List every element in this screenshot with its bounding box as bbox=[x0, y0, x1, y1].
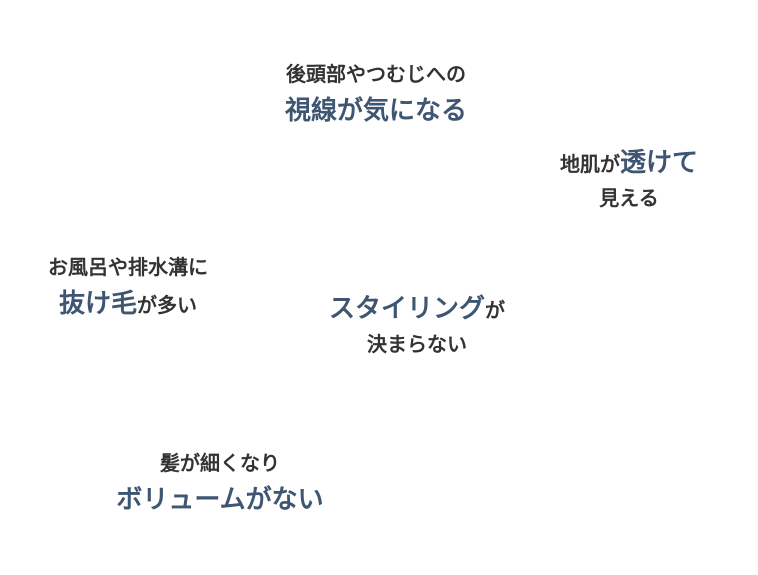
concern-line-1: 後頭部やつむじへの bbox=[286, 62, 466, 86]
concern-line-1: 地肌が透けて bbox=[544, 146, 714, 180]
concern-back-of-head: 後頭部やつむじへの 視線が気になる bbox=[268, 60, 484, 128]
concern-line-2: 見える bbox=[599, 186, 659, 210]
concern-line-1: スタイリングが bbox=[322, 292, 512, 326]
concern-line-1-emphasis: 透けて bbox=[619, 148, 698, 178]
concern-line-2-text: が多い bbox=[137, 293, 197, 317]
concern-line-1: お風呂や排水溝に bbox=[48, 255, 208, 279]
concern-line-2-emphasis: 視線が気になる bbox=[284, 96, 467, 126]
concern-line-2: 決まらない bbox=[367, 332, 467, 356]
concern-thin-hair-volume: 髪が細くなり ボリュームがない bbox=[110, 449, 330, 517]
concern-line-2-emphasis: ボリュームがない bbox=[116, 485, 324, 515]
concern-line-1-text: 地肌が bbox=[559, 152, 620, 176]
concern-line-1: 髪が細くなり bbox=[160, 451, 280, 475]
concern-line-1-text: が bbox=[485, 298, 505, 322]
concern-line-2-emphasis: 抜け毛 bbox=[58, 289, 137, 319]
concern-line-2: 抜け毛が多い bbox=[30, 287, 226, 321]
concern-styling: スタイリングが 決まらない bbox=[322, 292, 512, 358]
concern-line-1-emphasis: スタイリング bbox=[328, 294, 485, 324]
concern-scalp-visible: 地肌が透けて 見える bbox=[544, 146, 714, 212]
concern-hair-loss-drain: お風呂や排水溝に 抜け毛が多い bbox=[30, 253, 226, 321]
